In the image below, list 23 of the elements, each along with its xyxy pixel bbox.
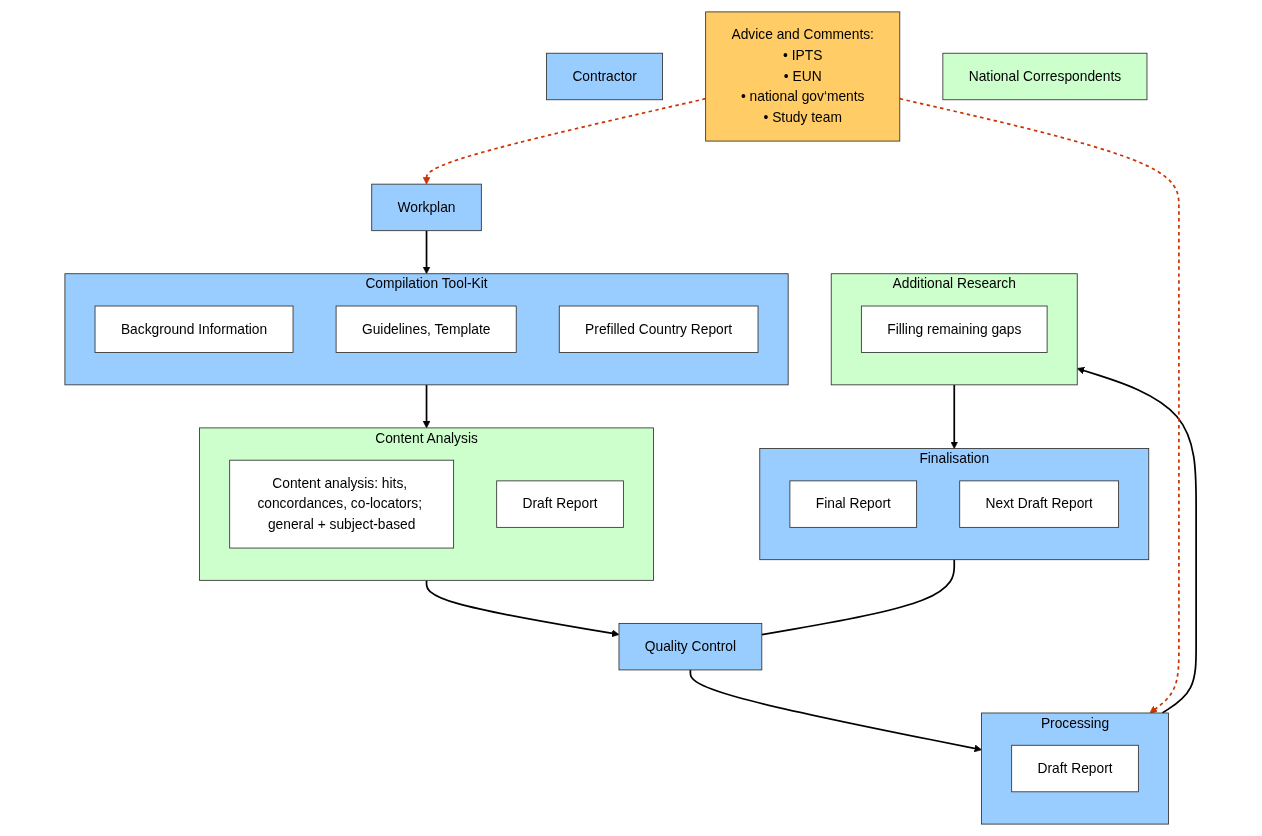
node-box: Quality Control [619, 623, 763, 671]
node-box: Guidelines, Template [336, 305, 518, 353]
node-box: Workplan [371, 183, 483, 232]
node-box: National Correspondents [942, 52, 1148, 101]
node-box: Next Draft Report [959, 480, 1120, 528]
node-box: Background Information [95, 305, 294, 353]
arrow [426, 579, 620, 638]
node-box: Prefilled Country Report [559, 305, 759, 353]
node-box: Advice and Comments: • IPTS • EUN • national gov‘ments • Study team [705, 11, 901, 142]
node-box: Contractor [546, 52, 664, 101]
arrow [423, 383, 431, 429]
connector [761, 558, 956, 636]
node-box: Draft Report [1011, 744, 1140, 793]
node-box: Draft Report [496, 480, 625, 528]
node-box: Filling remaining gaps [861, 305, 1049, 353]
arrow [423, 229, 431, 275]
arrow [950, 383, 959, 449]
arrow [423, 97, 707, 185]
arrow [690, 669, 983, 753]
node-box: Final Report [789, 480, 918, 528]
node-box: Content analysis: hits, concordances, co-locators; general + subject-based [229, 459, 455, 549]
arrow [899, 97, 1181, 714]
arrow [1077, 366, 1198, 714]
